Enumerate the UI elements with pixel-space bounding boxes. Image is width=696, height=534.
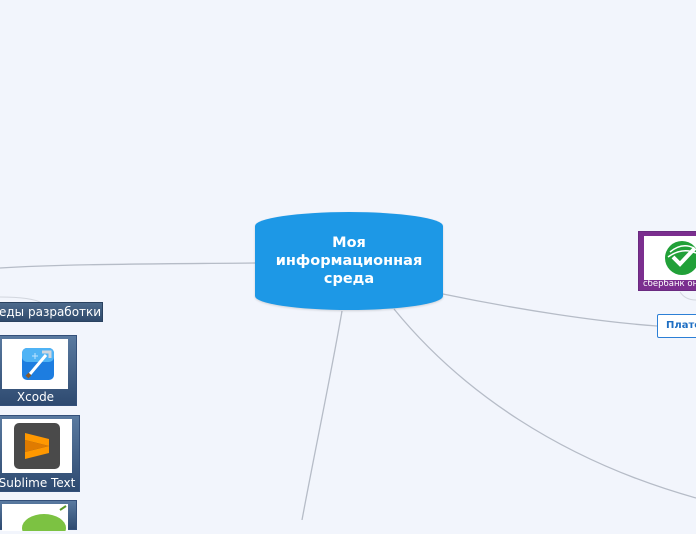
topic-xcode[interactable]: Xcode [0, 335, 77, 406]
sublime-image [2, 419, 72, 473]
link-to-bottom [301, 310, 343, 520]
partial-image [2, 504, 68, 534]
topic-sberbank-label: сбербанк он [643, 279, 696, 289]
topic-payments-label: Плате [666, 320, 696, 331]
topic-sublime[interactable]: Sublime Text [0, 415, 80, 492]
central-topic-label: Моя информационная среда [275, 235, 423, 287]
link-sber [679, 291, 696, 301]
topic-ide-label: еды разработки [0, 305, 102, 319]
topic-sublime-label: Sublime Text [0, 476, 76, 490]
connection-lines [0, 262, 696, 520]
leaf-icon [22, 505, 67, 534]
sberbank-image [644, 236, 696, 280]
topic-payments[interactable]: Плате [657, 314, 696, 338]
xcode-icon [22, 348, 54, 380]
topic-sberbank[interactable]: сбербанк он [638, 231, 696, 291]
xcode-image [2, 339, 68, 389]
link-to-bottom-right [393, 308, 696, 499]
topic-partial-bottom-left[interactable] [0, 500, 77, 534]
sublime-icon [14, 423, 60, 469]
central-topic[interactable]: Моя информационная среда [255, 212, 443, 310]
link-to-ide [0, 262, 257, 269]
topic-ide[interactable]: еды разработки [0, 302, 103, 322]
sberbank-logo-icon [665, 241, 696, 275]
topic-xcode-label: Xcode [16, 390, 55, 404]
link-to-payments [442, 293, 658, 327]
